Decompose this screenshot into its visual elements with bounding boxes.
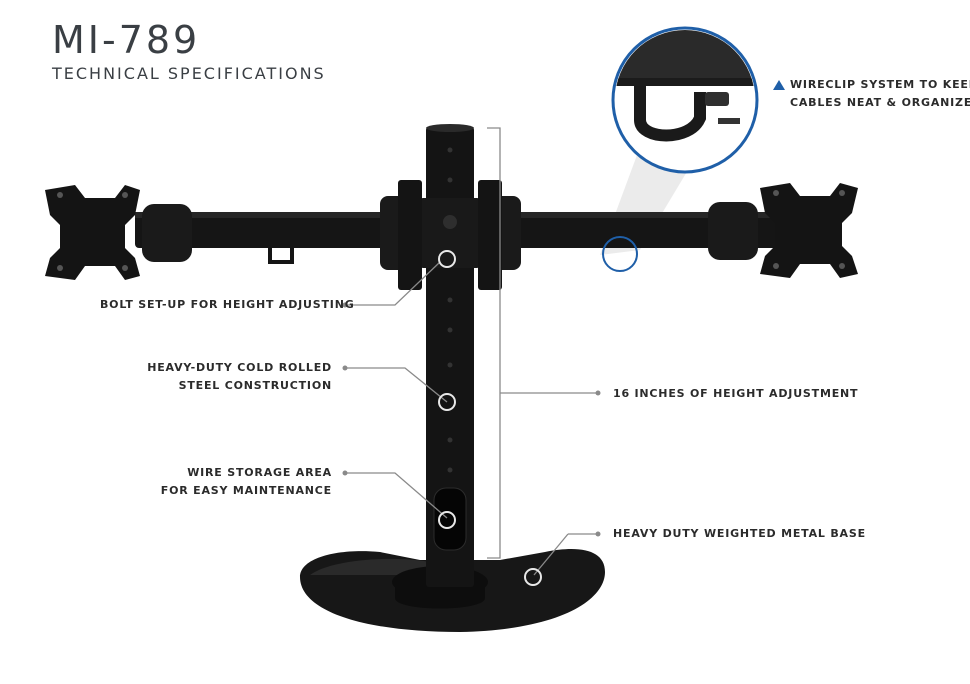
leader-lines <box>345 127 598 576</box>
base-label: HEAVY DUTY WEIGHTED METAL BASE <box>613 527 866 540</box>
wireclip-highlight <box>602 236 638 272</box>
page-subtitle: TECHNICAL SPECIFICATIONS <box>52 64 326 83</box>
height-pole <box>426 124 474 587</box>
vesa-plate-center <box>398 180 502 290</box>
wireclip-zoom <box>611 26 759 174</box>
leader-dots <box>342 302 601 537</box>
steel-label: HEAVY-DUTY COLD ROLLED STEEL CONSTRUCTIO… <box>147 361 332 392</box>
bolt-label: BOLT SET-UP FOR HEIGHT ADJUSTING <box>100 298 355 311</box>
wire-storage-label: WIRE STORAGE AREA FOR EASY MAINTENANCE <box>160 466 332 497</box>
callout-rings <box>438 250 542 586</box>
wireclip-label: WIRECLIP SYSTEM TO KEEP CABLES NEAT & OR… <box>790 78 970 109</box>
vesa-plate-left <box>45 185 140 280</box>
height-label: 16 INCHES OF HEIGHT ADJUSTMENT <box>613 387 859 400</box>
product-title: MI-789 <box>52 18 201 62</box>
triangle-bullet-icon <box>773 80 785 90</box>
vesa-plate-right <box>760 183 858 278</box>
